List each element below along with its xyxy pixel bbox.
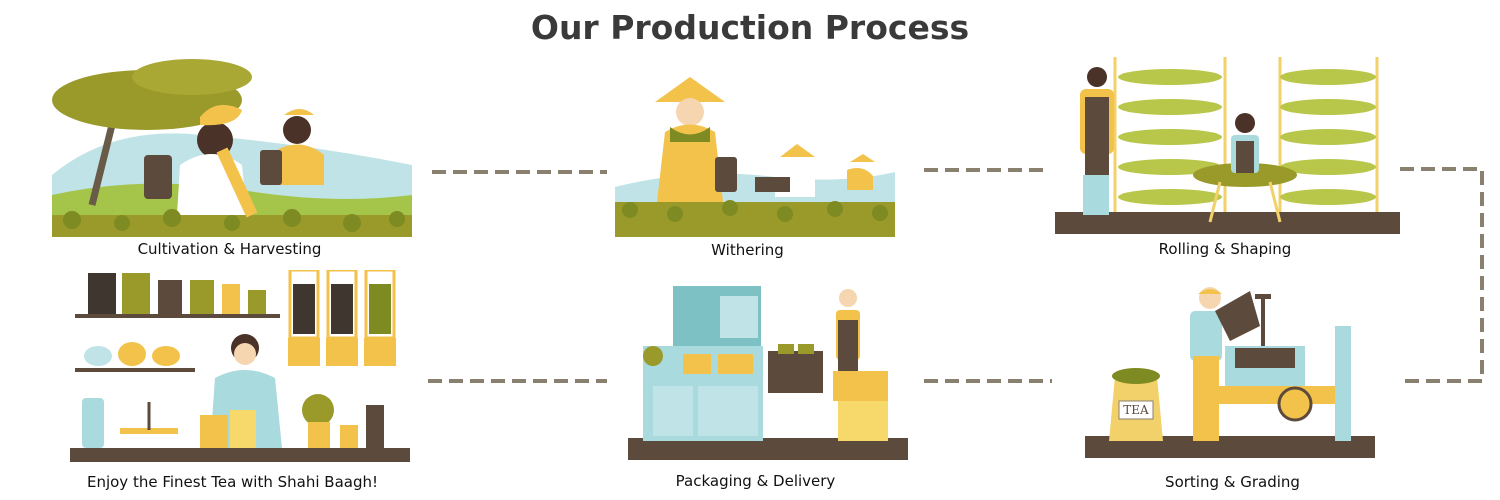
- step-label-withering: Withering: [711, 241, 784, 259]
- step-label-sorting: Sorting & Grading: [1165, 473, 1300, 491]
- page-title: Our Production Process: [530, 8, 970, 47]
- step-label-packaging: Packaging & Delivery: [675, 472, 836, 490]
- rolling-illustration: [1055, 57, 1400, 234]
- packaging-illustration: [628, 286, 908, 460]
- tea-shop-illustration: [70, 270, 410, 462]
- tea-sack-label: TEA: [1123, 403, 1149, 417]
- step-label-enjoy: Enjoy the Finest Tea with Shahi Baagh!: [86, 473, 379, 491]
- sorting-illustration: TEA: [1085, 287, 1375, 458]
- step-label-cultivation: Cultivation & Harvesting: [137, 240, 322, 258]
- connector-3-4: [1400, 167, 1484, 383]
- cultivation-illustration: [52, 59, 412, 237]
- step-label-rolling: Rolling & Shaping: [1158, 240, 1292, 258]
- withering-illustration: [615, 77, 895, 237]
